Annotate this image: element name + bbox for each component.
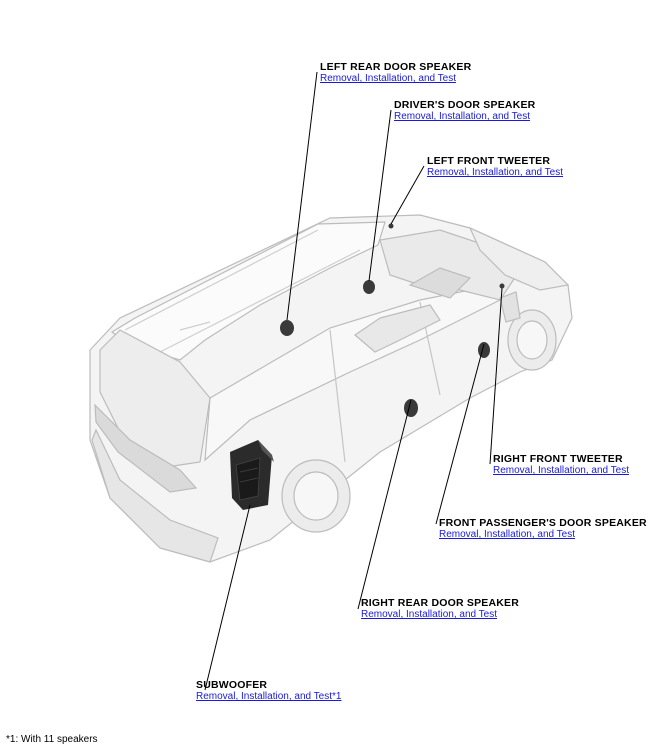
leader-front-passengers-door-speaker (435, 343, 485, 525)
minivan-illustration (89, 214, 573, 563)
leader-left-rear-door-speaker (286, 71, 318, 321)
leader-left-front-tweeter (390, 165, 425, 225)
label-subwoofer: SUBWOOFER (196, 679, 268, 691)
leader-subwoofer (204, 504, 251, 691)
subwoofer-marker (230, 440, 274, 510)
footnote: *1: With 11 speakers (6, 734, 98, 745)
link-subwoofer[interactable]: Removal, Installation, and Test*1 (196, 691, 342, 702)
drivers-door-speaker-marker (363, 280, 375, 294)
callout-left-front-tweeter: LEFT FRONT TWEETER Removal, Installation… (427, 155, 564, 179)
callout-right-front-tweeter: RIGHT FRONT TWEETER Removal, Installatio… (493, 453, 630, 477)
leader-right-rear-door-speaker (357, 399, 412, 610)
label-left-front-tweeter: LEFT FRONT TWEETER (427, 155, 551, 167)
callout-drivers-door-speaker: DRIVER'S DOOR SPEAKER Removal, Installat… (394, 99, 536, 123)
leader-lines (204, 71, 503, 691)
label-front-passengers-door-speaker: FRONT PASSENGER'S DOOR SPEAKER (439, 517, 647, 529)
callout-front-passengers-door-speaker: FRONT PASSENGER'S DOOR SPEAKER Removal, … (439, 517, 647, 541)
leader-right-front-tweeter (489, 287, 503, 465)
label-right-rear-door-speaker: RIGHT REAR DOOR SPEAKER (361, 597, 520, 609)
callout-subwoofer: SUBWOOFER Removal, Installation, and Tes… (196, 679, 342, 703)
link-right-front-tweeter[interactable]: Removal, Installation, and Test (493, 465, 630, 476)
label-drivers-door-speaker: DRIVER'S DOOR SPEAKER (394, 99, 536, 111)
link-right-rear-door-speaker[interactable]: Removal, Installation, and Test (361, 609, 498, 620)
link-left-rear-door-speaker[interactable]: Removal, Installation, and Test (320, 73, 457, 84)
label-left-rear-door-speaker: LEFT REAR DOOR SPEAKER (320, 61, 472, 73)
callout-right-rear-door-speaker: RIGHT REAR DOOR SPEAKER Removal, Install… (361, 597, 520, 621)
label-right-front-tweeter: RIGHT FRONT TWEETER (493, 453, 623, 465)
callout-left-rear-door-speaker: LEFT REAR DOOR SPEAKER Removal, Installa… (320, 61, 472, 85)
left-rear-door-speaker-marker (280, 320, 294, 336)
link-drivers-door-speaker[interactable]: Removal, Installation, and Test (394, 111, 531, 122)
right-front-tweeter-marker (499, 283, 505, 289)
link-front-passengers-door-speaker[interactable]: Removal, Installation, and Test (439, 529, 576, 540)
left-front-tweeter-marker (388, 223, 394, 229)
leader-drivers-door-speaker (368, 109, 392, 282)
link-left-front-tweeter[interactable]: Removal, Installation, and Test (427, 167, 564, 178)
